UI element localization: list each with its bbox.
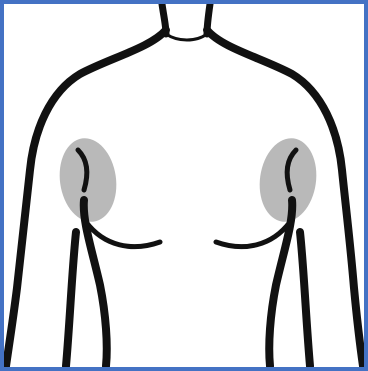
right-chest-line [216,222,290,247]
right-inner-arm-line [300,232,310,366]
left-inner-arm-line [66,232,76,366]
neck-base-outline [166,34,207,40]
left-chest-line [86,222,160,247]
torso-illustration [4,4,364,367]
